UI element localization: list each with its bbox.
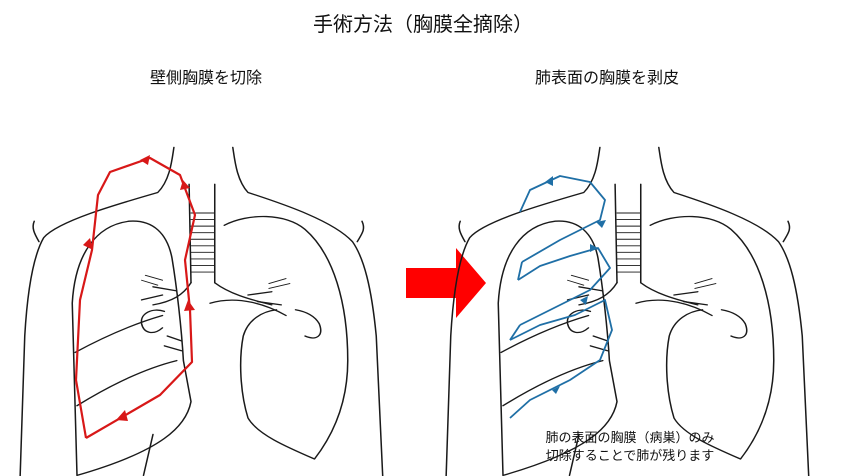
red-arrowheads [83,155,195,421]
caption-line-1: 肺の表面の胸膜（病巣）のみ [545,431,715,446]
blue-decortication-paths [509,175,613,419]
right-arrow-icon [406,248,486,318]
right-thorax-figure [445,146,810,476]
left-thorax-figure [19,146,384,476]
red-excision-path [74,156,197,439]
page-title: 手術方法（胸膜全摘除） [313,12,533,36]
left-panel-label: 壁側胸膜を切除 [150,68,263,87]
right-panel-label: 肺表面の胸膜を剥皮 [535,68,680,87]
caption-line-2: 切除することで肺が残ります [545,449,715,464]
result-caption: 肺の表面の胸膜（病巣）のみ 切除することで肺が残ります [500,430,760,466]
blue-arrowheads [545,176,606,394]
